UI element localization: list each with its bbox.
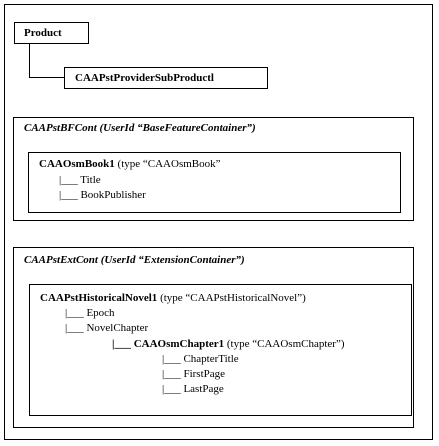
book-child-title: |___ Title: [59, 174, 101, 186]
chapter-child-lastpage: |___ LastPage: [162, 383, 224, 395]
provider-label: CAAPstProviderSubProductl: [75, 72, 214, 84]
novel-header: CAAPstHistoricalNovel1 (type “CAAPstHist…: [40, 292, 306, 305]
chapter-header: |___ CAAOsmChapter1 (type “CAAOsmChapter…: [112, 338, 345, 350]
novel-name: CAAPstHistoricalNovel1: [40, 292, 158, 304]
connector-horizontal: [29, 77, 64, 78]
book-box: CAAOsmBook1 (type “CAAOsmBook” |___ Titl…: [28, 152, 401, 213]
product-label: Product: [24, 27, 62, 39]
chapter-type: (type “CAAOsmChapter”): [226, 338, 345, 350]
novel-child-chapter: |___ NovelChapter: [65, 322, 149, 334]
chapter-child-title: |___ ChapterTitle: [162, 353, 239, 365]
book-header: CAAOsmBook1 (type “CAAOsmBook”: [39, 158, 221, 171]
bf-container-title: CAAPstBFCont (UserId “BaseFeatureContain…: [24, 122, 256, 134]
product-box: Product: [14, 22, 89, 44]
diagram-frame: [4, 4, 433, 440]
ext-container-box: CAAPstExtCont (UserId “ExtensionContaine…: [13, 247, 414, 428]
chapter-child-firstpage: |___ FirstPage: [162, 368, 226, 380]
book-child-publisher: |___ BookPublisher: [59, 189, 146, 201]
novel-child-epoch: |___ Epoch: [65, 307, 115, 319]
chapter-name: CAAOsmChapter1: [133, 338, 225, 350]
ext-container-title: CAAPstExtCont (UserId “ExtensionContaine…: [24, 254, 245, 266]
novel-box: CAAPstHistoricalNovel1 (type “CAAPstHist…: [29, 284, 412, 416]
novel-type: (type “CAAPstHistoricalNovel”): [160, 292, 306, 304]
book-name: CAAOsmBook1: [39, 158, 115, 170]
book-type: (type “CAAOsmBook”: [117, 158, 221, 170]
bf-container-box: CAAPstBFCont (UserId “BaseFeatureContain…: [13, 117, 414, 221]
connector-vertical: [29, 44, 30, 77]
provider-box: CAAPstProviderSubProductl: [64, 67, 268, 89]
